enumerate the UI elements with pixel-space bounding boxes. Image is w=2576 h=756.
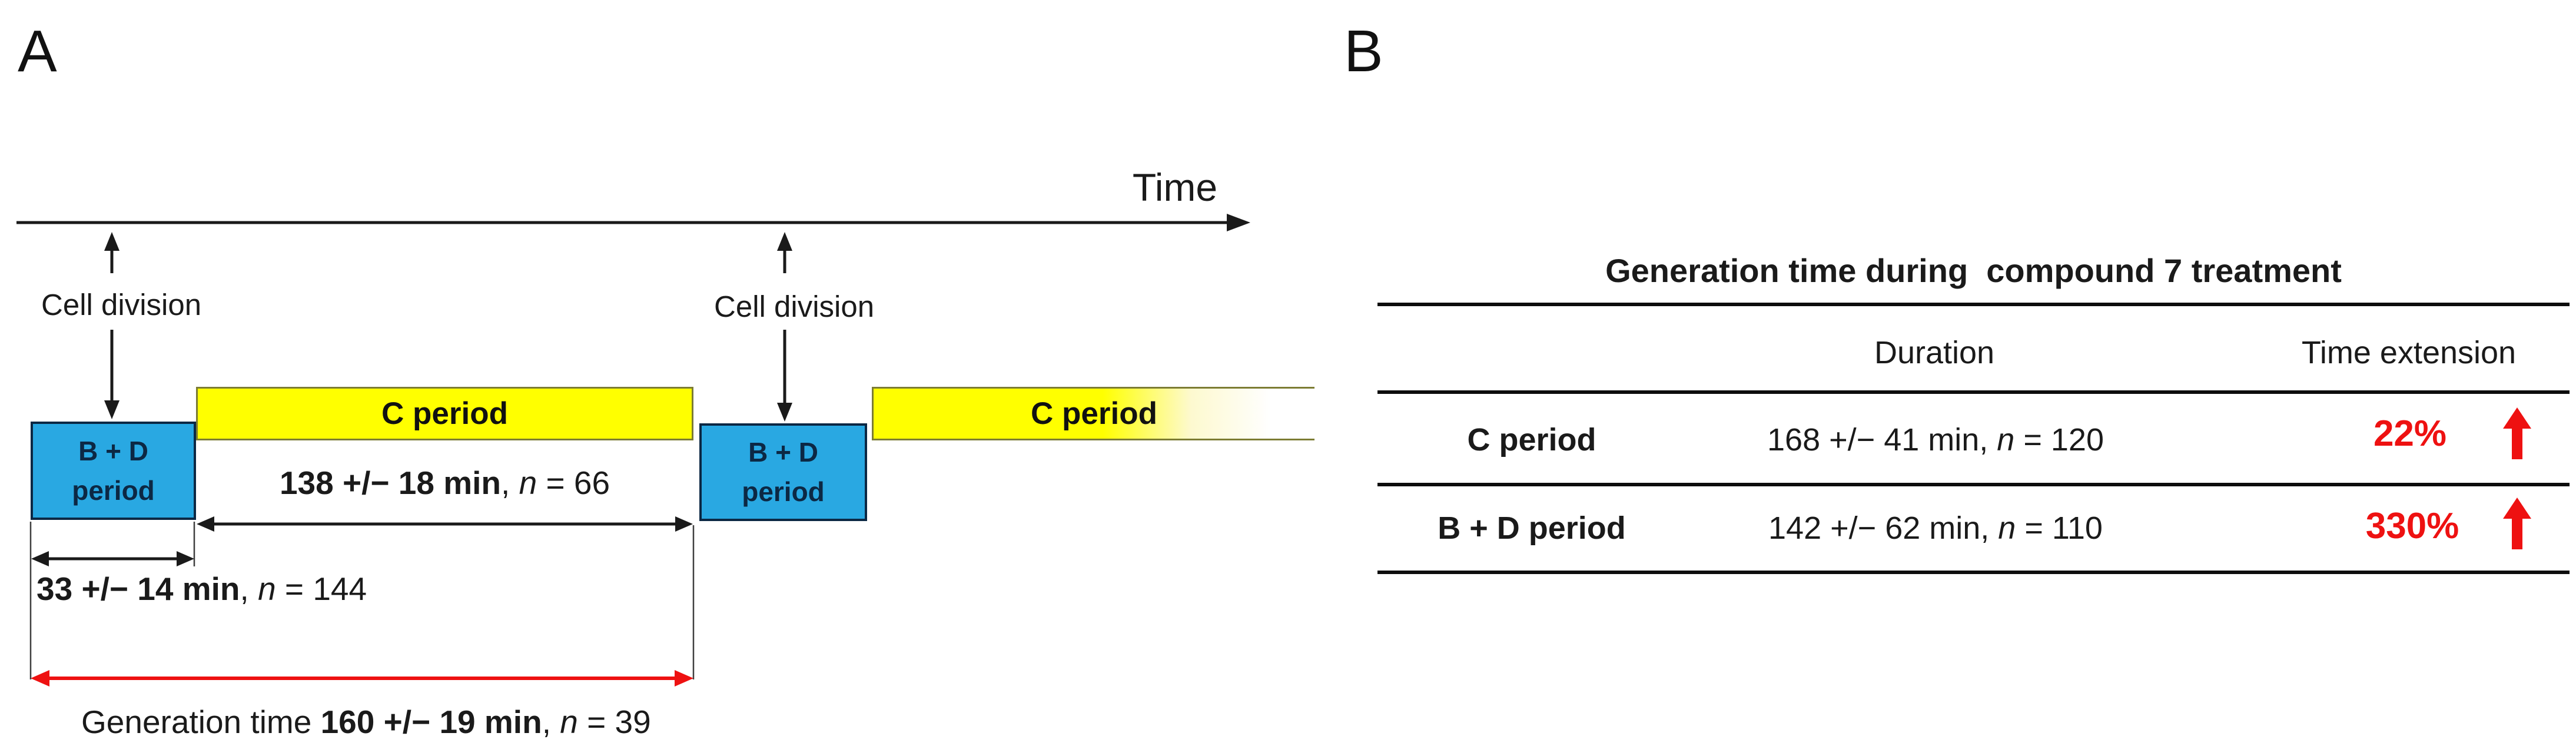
bd-period-box-1-line1: B + D <box>78 435 148 466</box>
bd-period-box-1-line2: period <box>72 475 155 506</box>
table-rule-top <box>1377 303 2570 306</box>
row1-name: C period <box>1467 422 1596 457</box>
row2-duration: 142 +/− 62 min, n = 110 <box>1768 510 2103 546</box>
bd-period-box-2-line2: period <box>742 476 825 507</box>
c-period-box-1-label: C period <box>381 396 508 431</box>
table-rule-mid <box>1377 483 2570 486</box>
cell-division-1-arrows <box>104 232 119 419</box>
column-header-time-extension: Time extension <box>2301 335 2517 370</box>
time-axis-label: Time <box>1132 165 1218 209</box>
c-period-box-2-label: C period <box>1031 396 1157 431</box>
bd-period-measure-arrow <box>31 551 194 566</box>
generation-time-text: Generation time 160 +/− 19 min, n = 39 <box>81 704 651 740</box>
generation-time-arrow <box>31 670 693 687</box>
c-period-box-1: C period <box>196 387 693 440</box>
bd-period-box-2: B + D period <box>699 423 867 521</box>
cell-division-2-arrows <box>777 232 792 422</box>
cell-division-label-2: Cell division <box>714 290 875 323</box>
c-period-box-2: C period <box>872 387 1314 440</box>
row2-name: B + D period <box>1438 510 1626 546</box>
time-axis-arrow <box>16 214 1250 231</box>
table-title: Generation time during compound 7 treatm… <box>1605 252 2342 289</box>
panel-a-label: A <box>18 18 57 84</box>
row1-duration: 168 +/− 41 min, n = 120 <box>1767 422 2104 457</box>
panel-b-label: B <box>1344 18 1383 84</box>
row1-time-extension: 22% <box>2373 413 2447 454</box>
bd-period-box-1: B + D period <box>31 422 196 520</box>
cell-division-label-1: Cell division <box>41 288 202 321</box>
increase-arrow-icon <box>2503 498 2531 549</box>
c-period-measure-arrow <box>197 516 693 532</box>
row2-time-extension: 330% <box>2365 506 2459 546</box>
table-rule-bottom <box>1377 571 2570 574</box>
increase-arrow-icon <box>2503 407 2531 459</box>
column-header-duration: Duration <box>1874 335 1995 370</box>
measurement-guide-lines <box>29 522 695 679</box>
bd-period-box-2-line1: B + D <box>748 437 818 468</box>
table-rule-header <box>1377 390 2570 394</box>
c-period-duration-text: 138 +/− 18 min, n = 66 <box>279 465 610 501</box>
bd-period-duration-text: 33 +/− 14 min, n = 144 <box>36 571 367 607</box>
